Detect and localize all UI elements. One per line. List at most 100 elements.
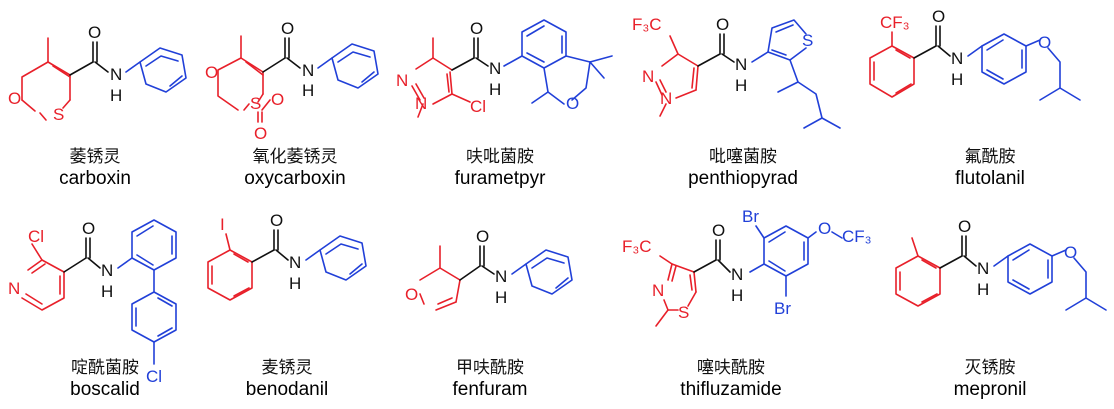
atom-o: O [271,90,284,109]
atom-h: H [489,80,501,99]
atom-cf3: F₃C [622,237,652,256]
atom-o: O [270,211,283,230]
atom-o: O [254,124,267,143]
atom-h: H [302,81,314,100]
atom-o: O [205,63,218,82]
label-en: fenfuram [452,379,528,400]
atom-s: S [678,303,689,322]
atom-o: O [932,7,945,26]
structure-mepronil: O N H O [895,217,1107,311]
structure-boscalid: Cl N O N H Cl [8,219,177,386]
structure-carboxin: O S O N H [8,23,187,124]
atom-n: N [495,267,507,286]
atom-h: H [735,76,747,95]
atom-o: O [470,19,483,38]
label-cn: 啶酰菌胺 [71,358,139,378]
label-carboxin: 萎锈灵 carboxin [30,146,160,190]
atom-o: O [476,227,489,246]
label-thifluzamide: 噻呋酰胺 thifluzamide [656,357,806,401]
structure-thifluzamide: F₃C N S O N H Br O CF₃ Br [622,207,872,327]
atom-cf3: CF₃ [880,13,910,32]
atom-n: N [289,253,301,272]
atom-s: S [53,105,64,124]
label-en: boscalid [70,379,140,400]
label-en: flutolanil [955,168,1025,189]
atom-o: O [1064,243,1077,262]
atom-o: O [8,89,21,108]
label-fenfuram: 甲呋酰胺 fenfuram [420,357,560,401]
atom-n: N [731,265,743,284]
label-en: thifluzamide [680,379,782,400]
label-oxycarboxin: 氧化萎锈灵 oxycarboxin [220,146,370,190]
label-boscalid: 啶酰菌胺 boscalid [40,357,170,401]
atom-n: N [951,49,963,68]
atom-s: S [250,94,261,113]
label-en: furametpyr [454,168,546,189]
label-cn: 氟酰胺 [964,147,1016,167]
label-flutolanil: 氟酰胺 flutolanil [920,146,1060,190]
atom-cf3: CF₃ [842,227,872,246]
label-cn: 氧化萎锈灵 [252,147,338,167]
structure-penthiopyrad: F₃C N N O N H S [632,15,841,129]
label-cn: 甲呋酰胺 [456,358,524,378]
atom-n: N [735,55,747,74]
atom-o: O [566,94,579,113]
atom-n: N [8,279,20,298]
atom-n: N [110,65,122,84]
atom-cl: Cl [28,227,44,246]
atom-n: N [302,61,314,80]
atom-n: N [415,94,427,113]
atom-s: S [802,31,813,50]
atom-n: N [101,261,113,280]
atom-h: H [731,286,743,305]
label-benodanil: 麦锈灵 benodanil [222,357,352,401]
label-en: carboxin [59,168,131,189]
atom-n: N [977,259,989,278]
atom-n: N [652,281,664,300]
atom-br: Br [742,207,759,226]
atom-n: N [489,59,501,78]
atom-h: H [951,70,963,89]
label-en: mepronil [953,379,1027,400]
atom-h: H [289,274,301,293]
atom-o: O [716,15,729,34]
atom-o: O [88,23,101,42]
label-en: penthiopyrad [688,168,798,189]
structure-benodanil: I O N H [207,211,367,301]
atom-h: H [110,86,122,105]
atom-o: O [958,217,971,236]
atom-o: O [712,221,725,240]
label-cn: 呋吡菌胺 [466,147,534,167]
label-cn: 萎锈灵 [69,147,121,167]
label-cn: 麦锈灵 [261,358,313,378]
atom-o: O [82,219,95,238]
atom-n: N [396,71,408,90]
label-furametpyr: 呋吡菌胺 furametpyr [425,146,575,190]
atom-n: N [660,89,672,108]
label-cn: 吡噻菌胺 [709,147,777,167]
atom-cl: Cl [470,97,486,116]
label-penthiopyrad: 吡噻菌胺 penthiopyrad [668,146,818,190]
atom-cf3: F₃C [632,15,662,34]
label-en: oxycarboxin [244,168,346,189]
atom-h: H [101,282,113,301]
atom-o: O [1038,33,1051,52]
atom-o: O [818,219,831,238]
structure-oxycarboxin: O S O O O N H [205,19,379,143]
atom-cl: Cl [146,367,162,386]
label-en: benodanil [245,379,329,400]
label-cn: 灭锈胺 [964,358,1016,378]
atom-n: N [642,67,654,86]
structure-furametpyr: N N Cl O N H O [396,19,613,118]
structure-fenfuram: O O N H [405,227,573,311]
atom-o: O [405,285,418,304]
atom-br: Br [774,299,791,318]
structure-flutolanil: CF₃ O N H O [869,7,1081,101]
atom-h: H [495,288,507,307]
label-cn: 噻呋酰胺 [697,358,765,378]
atom-o: O [281,19,294,38]
label-mepronil: 灭锈胺 mepronil [920,357,1060,401]
atom-i: I [220,215,225,234]
atom-h: H [977,280,989,299]
